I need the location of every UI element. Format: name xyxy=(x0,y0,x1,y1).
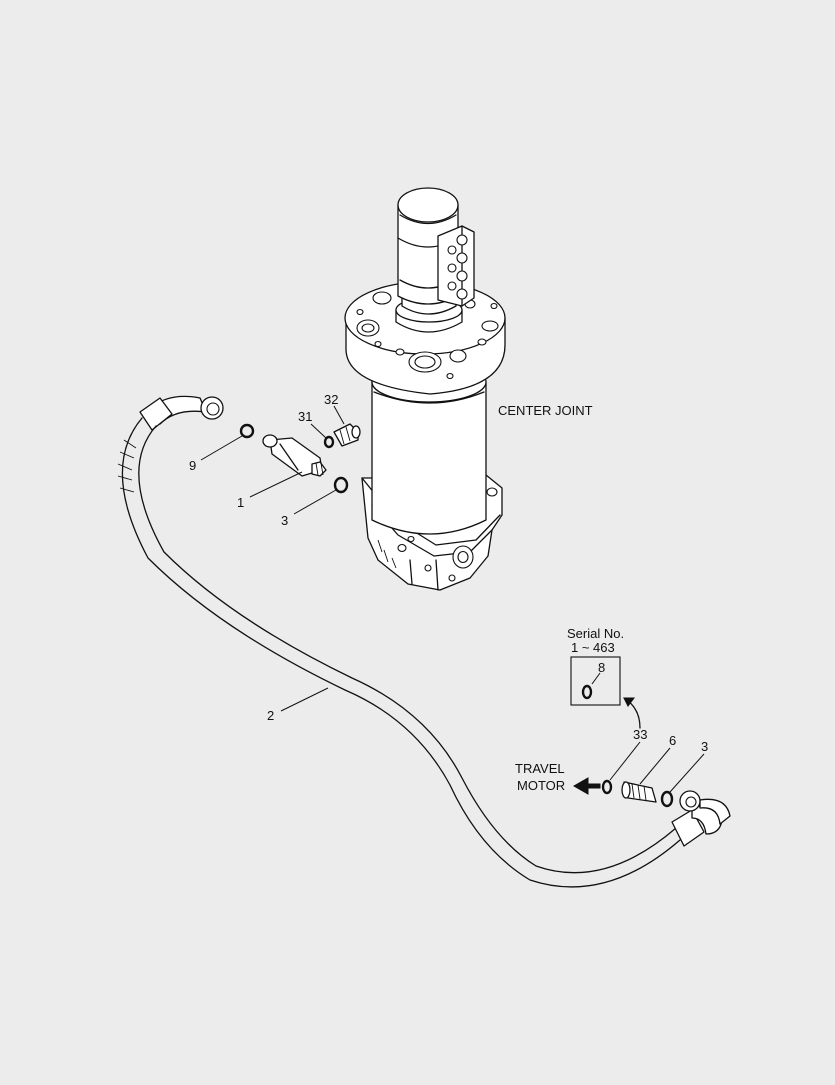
leader-32 xyxy=(333,405,345,425)
fitting-1 xyxy=(262,434,327,477)
leader-1 xyxy=(249,471,303,498)
callout-31: 31 xyxy=(298,409,312,424)
callout-3-upper: 3 xyxy=(281,513,288,528)
o-ring-31 xyxy=(323,435,335,449)
callout-3-lower: 3 xyxy=(701,739,708,754)
leader-6 xyxy=(639,747,671,785)
callout-6: 6 xyxy=(669,733,676,748)
serial-range-label: 1 ~ 463 xyxy=(571,640,615,655)
hose-2 xyxy=(117,395,731,888)
inset-arrowhead xyxy=(623,697,635,707)
callout-32: 32 xyxy=(324,392,338,407)
leader-33 xyxy=(609,741,641,781)
o-ring-33 xyxy=(601,779,613,795)
motor-label: MOTOR xyxy=(517,778,565,793)
callout-33: 33 xyxy=(633,727,647,742)
connector-32 xyxy=(333,423,361,447)
callout-2: 2 xyxy=(267,708,274,723)
leader-2 xyxy=(280,687,329,712)
callout-9: 9 xyxy=(189,458,196,473)
leader-3-lower xyxy=(669,753,705,793)
callout-1: 1 xyxy=(237,495,244,510)
serial-label: Serial No. xyxy=(567,626,624,641)
serial-inset-box xyxy=(570,656,621,706)
o-ring-3-upper xyxy=(333,476,349,494)
o-ring-9 xyxy=(239,423,255,439)
leader-8 xyxy=(591,672,601,685)
o-ring-8 xyxy=(581,684,593,700)
o-ring-3-lower xyxy=(660,790,674,808)
travel-label: TRAVEL xyxy=(515,761,565,776)
leader-3-upper xyxy=(293,489,337,515)
travel-motor-arrow xyxy=(572,777,601,795)
center-joint xyxy=(344,187,506,591)
leader-9 xyxy=(200,435,243,461)
leader-31 xyxy=(310,423,327,439)
adapter-6 xyxy=(621,781,657,803)
center-joint-label: CENTER JOINT xyxy=(498,403,593,418)
callout-8: 8 xyxy=(598,660,605,675)
